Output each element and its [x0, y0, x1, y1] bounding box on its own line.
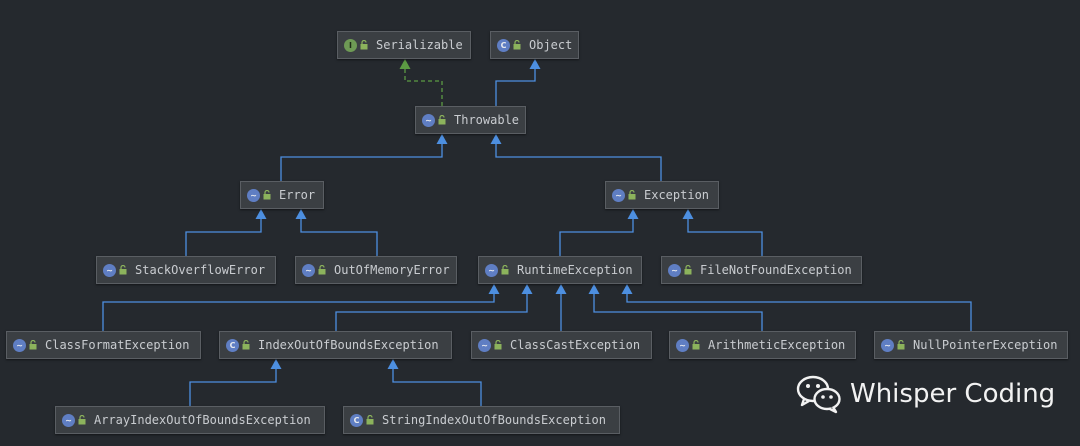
- abstract-class-icon: ∼: [478, 338, 491, 352]
- arrowhead-icon: [399, 59, 411, 69]
- abstract-class-icon: ∼: [612, 188, 625, 202]
- node-classcastexception[interactable]: ∼ ClassCastException: [471, 331, 652, 359]
- lock-open-icon: [366, 415, 374, 425]
- node-label: Object: [529, 38, 573, 52]
- interface-icon: I: [344, 38, 357, 52]
- arrowhead-icon: [521, 284, 533, 294]
- node-label: ClassCastException: [510, 338, 641, 352]
- arrowhead-icon: [295, 209, 307, 219]
- edge-extends-nullpointerexception: [626, 293, 972, 331]
- class-icon: C: [226, 338, 239, 352]
- node-label: StringIndexOutOfBoundsException: [382, 413, 606, 427]
- lock-open-icon: [494, 340, 502, 350]
- node-label: ArithmeticException: [708, 338, 846, 352]
- node-label: Error: [279, 188, 316, 202]
- node-arrayindexoutofboundsexception[interactable]: ∼ ArrayIndexOutOfBoundsException: [55, 406, 325, 434]
- abstract-class-icon: ∼: [247, 188, 260, 202]
- abstract-class-icon: ∼: [485, 263, 498, 277]
- abstract-class-icon: ∼: [881, 338, 894, 352]
- arrowhead-icon: [488, 284, 500, 294]
- arrowhead-icon: [588, 284, 600, 294]
- lock-open-icon: [513, 40, 521, 50]
- node-serializable[interactable]: I Serializable: [337, 31, 471, 59]
- node-runtimeexception[interactable]: ∼ RuntimeException: [478, 256, 642, 284]
- lock-open-icon: [29, 340, 37, 350]
- lock-open-icon: [897, 340, 905, 350]
- arrowhead-icon: [627, 209, 639, 219]
- node-throwable[interactable]: ∼ Throwable: [415, 106, 526, 134]
- node-label: ArrayIndexOutOfBoundsException: [94, 413, 311, 427]
- abstract-class-icon: ∼: [422, 113, 435, 127]
- arrowhead-icon: [682, 209, 694, 219]
- edge-extends-outofmemoryerror: [300, 218, 378, 256]
- edge-extends-stackoverflowerror: [185, 218, 262, 256]
- class-icon: C: [350, 413, 363, 427]
- node-arithmeticexception[interactable]: ∼ ArithmeticException: [669, 331, 856, 359]
- edge-extends-stringindexoutofboundsexception: [392, 368, 482, 406]
- class-icon: C: [497, 38, 510, 52]
- lock-open-icon: [360, 40, 368, 50]
- node-object[interactable]: C Object: [490, 31, 579, 59]
- arrowhead-icon: [436, 134, 448, 144]
- node-exception[interactable]: ∼ Exception: [605, 181, 719, 209]
- wechat-icon: [796, 375, 841, 414]
- node-classformatexception[interactable]: ∼ ClassFormatException: [6, 331, 201, 359]
- arrowhead-icon: [555, 284, 567, 294]
- node-label: IndexOutOfBoundsException: [258, 338, 439, 352]
- node-indexoutofboundsexception[interactable]: C IndexOutOfBoundsException: [219, 331, 452, 359]
- watermark: Whisper Coding: [796, 372, 1055, 416]
- abstract-class-icon: ∼: [13, 338, 26, 352]
- edge-extends-throwable: [495, 68, 536, 106]
- node-error[interactable]: ∼ Error: [240, 181, 324, 209]
- node-label: Throwable: [454, 113, 520, 127]
- abstract-class-icon: ∼: [103, 263, 116, 277]
- node-label: FileNotFoundException: [700, 263, 852, 277]
- abstract-class-icon: ∼: [62, 413, 75, 427]
- arrowhead-icon: [255, 209, 267, 219]
- lock-open-icon: [263, 190, 271, 200]
- node-stringindexoutofboundsexception[interactable]: C StringIndexOutOfBoundsException: [343, 406, 620, 434]
- lock-open-icon: [684, 265, 692, 275]
- edge-extends-filenotfoundexception: [687, 218, 763, 256]
- abstract-class-icon: ∼: [668, 263, 681, 277]
- lock-open-icon: [242, 340, 250, 350]
- node-nullpointerexception[interactable]: ∼ NullPointerException: [874, 331, 1068, 359]
- arrowhead-icon: [621, 284, 633, 294]
- arrowhead-icon: [490, 134, 502, 144]
- edge-extends-arrayindexoutofboundsexception: [189, 368, 277, 406]
- node-label: Exception: [644, 188, 710, 202]
- lock-open-icon: [119, 265, 127, 275]
- lock-open-icon: [438, 115, 446, 125]
- edge-extends-arithmeticexception: [593, 293, 763, 331]
- edge-extends-indexoutofboundsexception: [335, 293, 528, 331]
- lock-open-icon: [628, 190, 636, 200]
- arrowhead-icon: [529, 59, 541, 69]
- arrowhead-icon: [387, 359, 399, 369]
- node-label: Serializable: [376, 38, 463, 52]
- node-stackoverflowerror[interactable]: ∼ StackOverflowError: [96, 256, 276, 284]
- edge-implements-throwable: [404, 68, 443, 106]
- edge-extends-exception: [495, 143, 662, 181]
- abstract-class-icon: ∼: [676, 338, 689, 352]
- edge-extends-runtimeexception: [559, 218, 634, 256]
- node-label: OutOfMemoryError: [334, 263, 450, 277]
- lock-open-icon: [78, 415, 86, 425]
- lock-open-icon: [318, 265, 326, 275]
- arrowhead-icon: [270, 359, 282, 369]
- node-label: StackOverflowError: [135, 263, 266, 277]
- watermark-text: Whisper Coding: [850, 379, 1056, 409]
- node-label: NullPointerException: [913, 338, 1058, 352]
- node-label: RuntimeException: [517, 263, 633, 277]
- abstract-class-icon: ∼: [302, 263, 315, 277]
- lock-open-icon: [692, 340, 700, 350]
- edge-extends-classformatexception: [102, 293, 495, 331]
- node-outofmemoryerror[interactable]: ∼ OutOfMemoryError: [295, 256, 457, 284]
- edge-extends-error: [280, 143, 443, 181]
- lock-open-icon: [501, 265, 509, 275]
- node-label: ClassFormatException: [45, 338, 190, 352]
- node-filenotfoundexception[interactable]: ∼ FileNotFoundException: [661, 256, 862, 284]
